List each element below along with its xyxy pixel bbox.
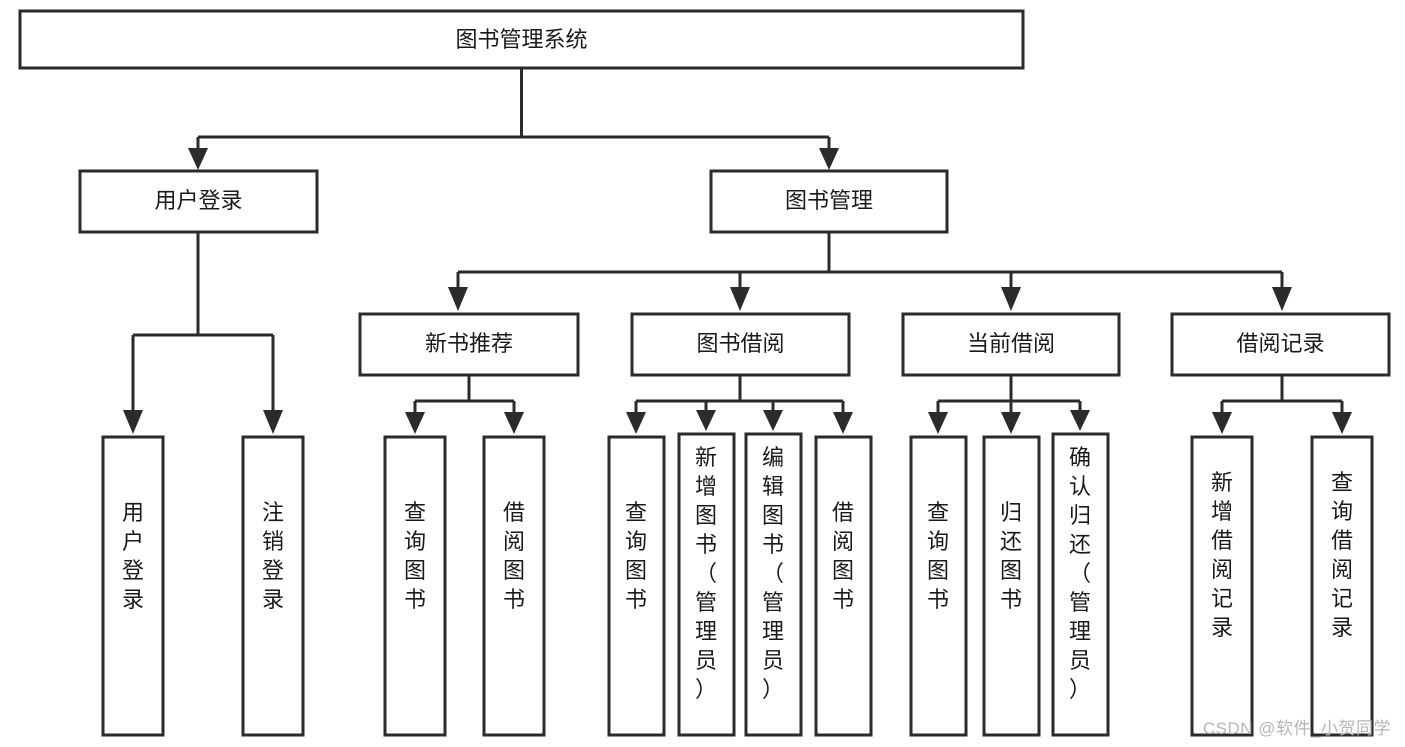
arrow-head-borrow-record xyxy=(1272,287,1292,311)
node-root-label: 图书管理系统 xyxy=(455,27,587,52)
arrow-head-book-manage xyxy=(819,148,839,170)
node-leaf-borrow-book-rec-box[interactable] xyxy=(482,435,546,737)
node-leaf-user-logout[interactable]: 注销登录 xyxy=(241,435,305,737)
node-leaf-add-record[interactable]: 新增借阅记录 xyxy=(1190,435,1254,737)
node-leaf-confirm-return-box[interactable] xyxy=(1051,432,1110,737)
node-leaf-query-book-rec-box[interactable] xyxy=(383,435,447,737)
arrow-head-leaf-user-login xyxy=(123,410,143,434)
node-book-manage-label: 图书管理 xyxy=(785,188,873,213)
arrow-head-user-login xyxy=(188,148,208,170)
node-leaf-return-book[interactable]: 归还图书 xyxy=(982,435,1041,737)
node-user-login[interactable]: 用户登录 xyxy=(78,169,319,234)
node-borrow-record-box[interactable] xyxy=(1170,312,1391,377)
node-book-borrow[interactable]: 图书借阅 xyxy=(630,312,851,377)
arrow-head-leaf-add-record xyxy=(1212,412,1232,434)
arrow-head-leaf-borrow-book xyxy=(833,412,853,434)
node-leaf-borrow-book-box[interactable] xyxy=(814,435,873,737)
node-leaf-user-login-box[interactable] xyxy=(101,435,165,737)
node-leaf-query-book-borrow-box[interactable] xyxy=(607,435,666,737)
node-current-borrow[interactable]: 当前借阅 xyxy=(901,312,1121,377)
arrow-head-leaf-query-record xyxy=(1332,412,1352,434)
node-leaf-user-login-label: 用户登录 xyxy=(122,500,144,612)
node-current-borrow-box[interactable] xyxy=(901,312,1121,377)
arrow-head-new-book-rec xyxy=(448,287,468,311)
node-leaf-borrow-book[interactable]: 借阅图书 xyxy=(814,435,873,737)
node-leaf-user-logout-label: 注销登录 xyxy=(262,500,284,612)
arrow-head-leaf-return-book xyxy=(1001,412,1021,434)
arrow-head-leaf-query-book-borrow xyxy=(626,412,646,434)
node-leaf-query-book-current-box[interactable] xyxy=(909,435,968,737)
node-borrow-record-label: 借阅记录 xyxy=(1236,331,1324,356)
arrow-head-book-borrow xyxy=(730,287,750,311)
node-new-book-rec[interactable]: 新书推荐 xyxy=(358,312,580,377)
node-leaf-query-book-borrow-label: 查询图书 xyxy=(625,500,647,612)
node-current-borrow-label: 当前借阅 xyxy=(967,331,1055,356)
node-book-manage-box[interactable] xyxy=(709,169,949,234)
node-user-login-label: 用户登录 xyxy=(154,188,242,213)
node-leaf-add-record-box[interactable] xyxy=(1190,435,1254,737)
node-leaf-query-book-current-label: 查询图书 xyxy=(927,500,949,612)
node-leaf-edit-book[interactable]: 编辑图书（管理员） xyxy=(744,432,803,737)
node-leaf-user-login[interactable]: 用户登录 xyxy=(101,435,165,737)
node-leaf-borrow-book-label: 借阅图书 xyxy=(832,500,854,612)
node-leaf-confirm-return-label: 确认归还（管理员） xyxy=(1069,445,1091,702)
arrow-head-current-borrow xyxy=(1001,287,1021,311)
node-book-manage[interactable]: 图书管理 xyxy=(709,169,949,234)
node-root-box[interactable] xyxy=(18,9,1025,70)
node-leaf-edit-book-label: 编辑图书（管理员） xyxy=(762,445,784,702)
node-leaf-query-book-current[interactable]: 查询图书 xyxy=(909,435,968,737)
node-user-login-box[interactable] xyxy=(78,169,319,234)
node-leaf-add-book[interactable]: 新增图书（管理员） xyxy=(677,432,736,737)
arrow-head-leaf-query-book-current xyxy=(928,412,948,434)
node-root[interactable]: 图书管理系统 xyxy=(18,9,1025,70)
node-leaf-edit-book-box[interactable] xyxy=(744,432,803,737)
arrow-head-leaf-confirm-return xyxy=(1070,410,1090,431)
arrow-head-leaf-borrow-book-rec xyxy=(504,412,524,434)
node-leaf-return-book-label: 归还图书 xyxy=(1000,500,1022,612)
arrow-head-leaf-add-book xyxy=(696,410,716,431)
node-leaf-query-record-box[interactable] xyxy=(1310,435,1374,737)
node-leaf-query-book-borrow[interactable]: 查询图书 xyxy=(607,435,666,737)
node-leaf-query-book-rec[interactable]: 查询图书 xyxy=(383,435,447,737)
node-new-book-rec-box[interactable] xyxy=(358,312,580,377)
node-leaf-add-book-label: 新增图书（管理员） xyxy=(695,445,717,702)
node-book-borrow-label: 图书借阅 xyxy=(696,331,784,356)
node-leaf-borrow-book-rec-label: 借阅图书 xyxy=(503,500,525,612)
node-book-borrow-box[interactable] xyxy=(630,312,851,377)
node-leaf-confirm-return[interactable]: 确认归还（管理员） xyxy=(1051,432,1110,737)
node-leaf-query-book-rec-label: 查询图书 xyxy=(404,500,426,612)
arrow-head-leaf-query-book-rec xyxy=(405,412,425,434)
node-leaf-add-book-box[interactable] xyxy=(677,432,736,737)
node-leaf-query-record[interactable]: 查询借阅记录 xyxy=(1310,435,1374,737)
arrow-head-leaf-edit-book xyxy=(763,410,783,431)
connector-layer xyxy=(123,68,1352,434)
node-leaf-query-record-label: 查询借阅记录 xyxy=(1331,470,1353,640)
node-leaf-user-logout-box[interactable] xyxy=(241,435,305,737)
node-leaf-return-book-box[interactable] xyxy=(982,435,1041,737)
node-leaf-borrow-book-rec[interactable]: 借阅图书 xyxy=(482,435,546,737)
arrow-head-leaf-user-logout xyxy=(263,410,283,434)
node-borrow-record[interactable]: 借阅记录 xyxy=(1170,312,1391,377)
node-new-book-rec-label: 新书推荐 xyxy=(425,331,513,356)
node-leaf-add-record-label: 新增借阅记录 xyxy=(1211,470,1233,640)
